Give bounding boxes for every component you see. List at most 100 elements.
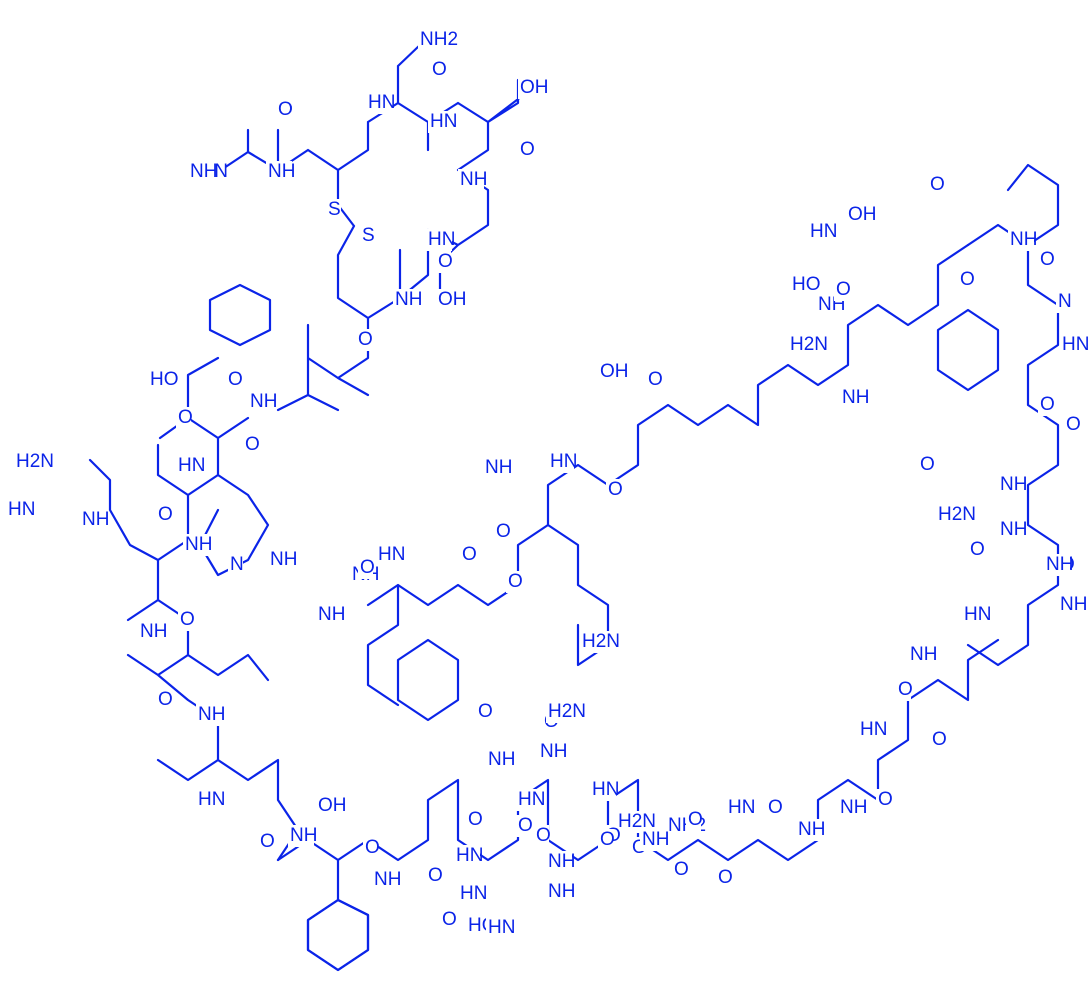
atom-label: HN: [964, 604, 991, 625]
atom-label-bg: [248, 391, 274, 413]
atom-label-bg: [834, 279, 849, 301]
atom-label-bg: [486, 749, 512, 771]
atom-label: NH: [548, 881, 575, 902]
atom-label: HO: [792, 274, 821, 295]
atom-label-bg: [316, 604, 342, 626]
atom-label-bg: [616, 811, 653, 833]
atom-label: NH: [318, 604, 345, 625]
atom-label: NH: [485, 457, 512, 478]
atom-label-bg: [1064, 414, 1079, 436]
atom-label-bg: [458, 169, 484, 191]
atom-label-bg: [998, 474, 1024, 496]
atom-label: HN: [456, 845, 483, 866]
atom-label: H2N: [16, 451, 54, 472]
atom-label: O: [180, 609, 195, 630]
atom-label-bg: [1008, 229, 1034, 251]
atom-label: O: [520, 139, 535, 160]
atom-label-bg: [896, 679, 911, 701]
atom-label: NH: [842, 387, 869, 408]
atom-label: O: [1066, 414, 1081, 435]
atom-label: NH: [798, 819, 825, 840]
atom-label: O: [158, 504, 173, 525]
atom-label: NH: [198, 704, 225, 725]
atom-label: NH: [290, 825, 317, 846]
atom-label: NH: [270, 549, 297, 570]
atom-label: HN: [428, 229, 455, 250]
atom-label: HN: [550, 451, 577, 472]
atom-label: O: [178, 407, 193, 428]
atom-label-bg: [936, 504, 973, 526]
atom-label-bg: [176, 455, 202, 477]
atom-label: HN: [488, 917, 515, 938]
atom-label: O: [970, 539, 985, 560]
atom-label: O: [442, 909, 457, 930]
atom-label-bg: [876, 789, 891, 811]
atom-label-bg: [243, 434, 258, 456]
atom-label: O: [428, 865, 443, 886]
atom-label: NH2: [420, 29, 458, 50]
atom-label: O: [462, 544, 477, 565]
atom-label: HN: [518, 789, 545, 810]
atom-label-bg: [1044, 554, 1070, 576]
atom-label-bg: [460, 544, 475, 566]
atom-label: OH: [600, 361, 629, 382]
atom-label-bg: [288, 825, 314, 847]
atom-label: NH: [1046, 554, 1073, 575]
atom-label: N: [230, 554, 244, 575]
atom-label-bg: [640, 829, 666, 851]
atom-label-bg: [846, 204, 872, 226]
atom-label-bg: [418, 29, 455, 51]
atom-label-bg: [14, 451, 51, 473]
atom-label: NH: [250, 391, 277, 412]
atom-label-bg: [546, 881, 572, 903]
atom-label: O: [438, 251, 453, 272]
atom-label-bg: [326, 199, 341, 221]
atom-label-bg: [356, 329, 371, 351]
atom-label-bg: [196, 704, 222, 726]
atom-label-bg: [138, 621, 164, 643]
atom-label: O: [836, 279, 851, 300]
atom-label: NH: [548, 851, 575, 872]
atom-label: O: [360, 557, 375, 578]
atom-label-bg: [80, 509, 106, 531]
atom-label-bg: [466, 809, 481, 831]
atom-label: S: [328, 199, 341, 220]
atom-label-bg: [372, 869, 398, 891]
atom-label-bg: [426, 865, 441, 887]
atom-label: O: [228, 369, 243, 390]
atom-label: O: [508, 571, 523, 592]
atom-label-bg: [1058, 594, 1084, 616]
atom-label-bg: [358, 557, 373, 579]
atom-label: NH: [642, 829, 669, 850]
atom-label-bg: [430, 59, 445, 81]
atom-label-bg: [1038, 249, 1053, 271]
atom-label: HO: [150, 369, 179, 390]
atom-label: O: [1040, 249, 1055, 270]
atom-label-bg: [156, 504, 171, 526]
atom-label-bg: [968, 539, 983, 561]
atom-label: O: [898, 679, 913, 700]
atom-label-bg: [962, 604, 988, 626]
atom-label: O: [245, 434, 260, 455]
atom-label: O: [260, 831, 275, 852]
atom-label: H2N: [618, 811, 656, 832]
atom-label: NH: [840, 797, 867, 818]
atom-label: O: [688, 809, 703, 830]
atom-label-bg: [393, 289, 419, 311]
atom-label: NH: [910, 644, 937, 665]
atom-label: N: [1058, 291, 1072, 312]
atom-label-bg: [840, 387, 866, 409]
atom-label-bg: [672, 859, 687, 881]
atom-label: NH: [395, 289, 422, 310]
atom-label-bg: [598, 829, 613, 851]
atom-label: HN: [860, 719, 887, 740]
atom-label: HN: [1062, 334, 1089, 355]
atom-label: HN: [198, 789, 225, 810]
atom-label: O: [365, 837, 380, 858]
atom-label-bg: [808, 221, 834, 243]
atom-label: HN: [378, 544, 405, 565]
atom-label: H2N: [582, 631, 620, 652]
atom-label: O: [478, 701, 493, 722]
atom-label-bg: [788, 334, 825, 356]
atom-label: O: [674, 859, 689, 880]
